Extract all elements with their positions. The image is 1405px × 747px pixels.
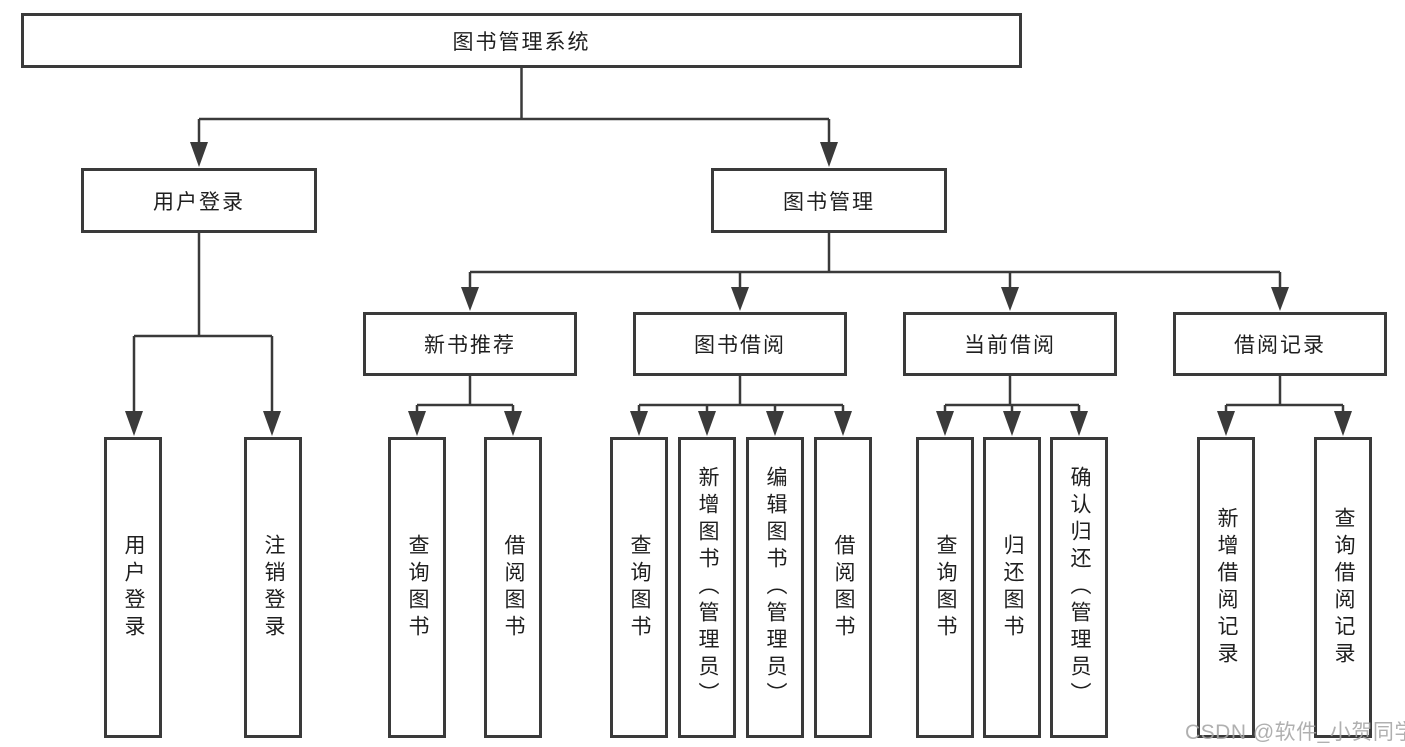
node-root: 图书管理系统 (21, 13, 1022, 68)
leaf-confirm-return-admin: 确认归还（管理员） (1050, 437, 1108, 738)
node-borrowing-records: 借阅记录 (1173, 312, 1387, 376)
arrow-new-book-recommend (461, 287, 479, 311)
leaf-edit-book-admin: 编辑图书（管理员） (746, 437, 804, 738)
leaf-search-borrow-record: 查询借阅记录 (1314, 437, 1372, 738)
node-user-login: 用户登录 (81, 168, 317, 233)
arrow-leaf-return-book (1003, 411, 1021, 436)
leaf-logout: 注销登录 (244, 437, 302, 738)
wire-book-borrowing-subtree (637, 376, 845, 414)
wire-book-management-subtree (468, 233, 1282, 290)
leaf-borrow-books-1: 借阅图书 (484, 437, 542, 738)
arrow-leaf-borrow-books-1 (504, 411, 522, 436)
leaf-add-borrow-record: 新增借阅记录 (1197, 437, 1255, 738)
arrowheads (125, 142, 1352, 436)
arrow-leaf-add-borrow-record (1217, 411, 1235, 436)
node-current-borrowing: 当前借阅 (903, 312, 1117, 376)
node-book-management: 图书管理 (711, 168, 947, 233)
wire-user-login-subtree (132, 233, 274, 414)
csdn-watermark: CSDN @软件_小贺同学 (1185, 721, 1405, 744)
arrow-leaf-add-book-admin (698, 411, 716, 436)
arrow-user-login (190, 142, 208, 167)
leaf-borrow-books-2: 借阅图书 (814, 437, 872, 738)
leaf-return-book: 归还图书 (983, 437, 1041, 738)
arrow-leaf-search-books-2 (630, 411, 648, 436)
arrow-leaf-logout (263, 411, 281, 436)
wire-borrowing-records-subtree (1224, 376, 1345, 414)
leaf-search-books-1: 查询图书 (388, 437, 446, 738)
leaf-add-book-admin: 新增图书（管理员） (678, 437, 736, 738)
wire-current-borrowing-subtree (943, 376, 1081, 414)
arrow-leaf-borrow-books-2 (834, 411, 852, 436)
node-book-borrowing: 图书借阅 (633, 312, 847, 376)
arrow-leaf-edit-book-admin (766, 411, 784, 436)
arrow-current-borrowing (1001, 287, 1019, 311)
arrow-leaf-confirm-return-admin (1070, 411, 1088, 436)
arrow-book-management (820, 142, 838, 167)
leaf-search-books-2: 查询图书 (610, 437, 668, 738)
arrow-book-borrowing (731, 287, 749, 311)
wire-new-book-recommend-subtree (415, 376, 515, 414)
leaf-user-login: 用户登录 (104, 437, 162, 738)
arrow-leaf-search-books-3 (936, 411, 954, 436)
arrow-borrowing-records (1271, 287, 1289, 311)
arrow-leaf-user-login (125, 411, 143, 436)
wire-root-to-level2 (197, 68, 831, 144)
node-new-book-recommend: 新书推荐 (363, 312, 577, 376)
arrow-leaf-search-borrow-record (1334, 411, 1352, 436)
connector-strokes (132, 68, 1345, 414)
leaf-search-books-3: 查询图书 (916, 437, 974, 738)
arrow-leaf-search-books-1 (408, 411, 426, 436)
